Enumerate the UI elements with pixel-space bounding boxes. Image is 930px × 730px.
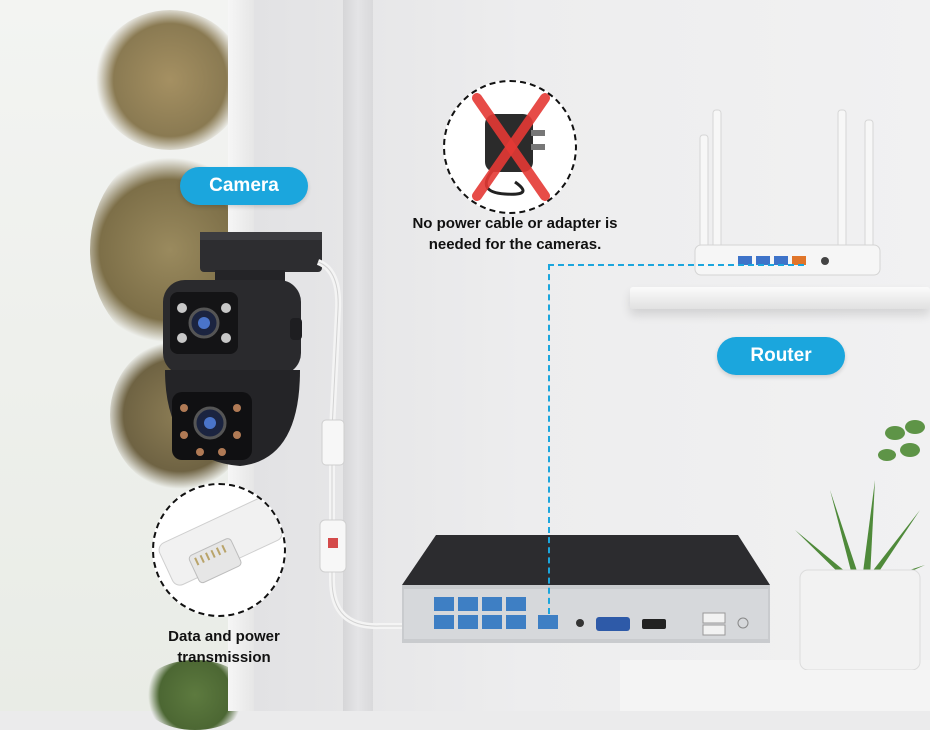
nvr-recorder	[402, 535, 770, 643]
no-power-caption: No power cable or adapter is needed for …	[390, 213, 640, 255]
crossed-power-adapter-icon	[472, 93, 550, 201]
data-power-caption-line2: transmission	[177, 649, 271, 666]
camera-device	[163, 232, 322, 466]
no-adapter-circle	[443, 80, 577, 214]
camera-ethernet-cable	[316, 259, 428, 630]
data-power-caption-line1: Data and power	[168, 628, 280, 645]
plant-right	[795, 480, 925, 670]
plant-top-right	[878, 420, 925, 461]
wall-pillar	[343, 0, 373, 711]
camera-label: Camera	[180, 167, 308, 205]
data-power-caption: Data and power transmission	[145, 626, 303, 668]
no-power-caption-line2: needed for the cameras.	[428, 236, 602, 253]
network-link-vertical	[548, 264, 550, 614]
tree-foliage	[95, 10, 245, 150]
network-link-horizontal	[548, 264, 804, 266]
router-device	[694, 109, 881, 276]
ethernet-connector-circle	[152, 483, 286, 617]
no-power-caption-line1: No power cable or adapter is	[412, 215, 618, 232]
router-label: Router	[717, 337, 845, 375]
shelf	[630, 287, 930, 309]
ethernet-connector-icon	[158, 497, 283, 586]
